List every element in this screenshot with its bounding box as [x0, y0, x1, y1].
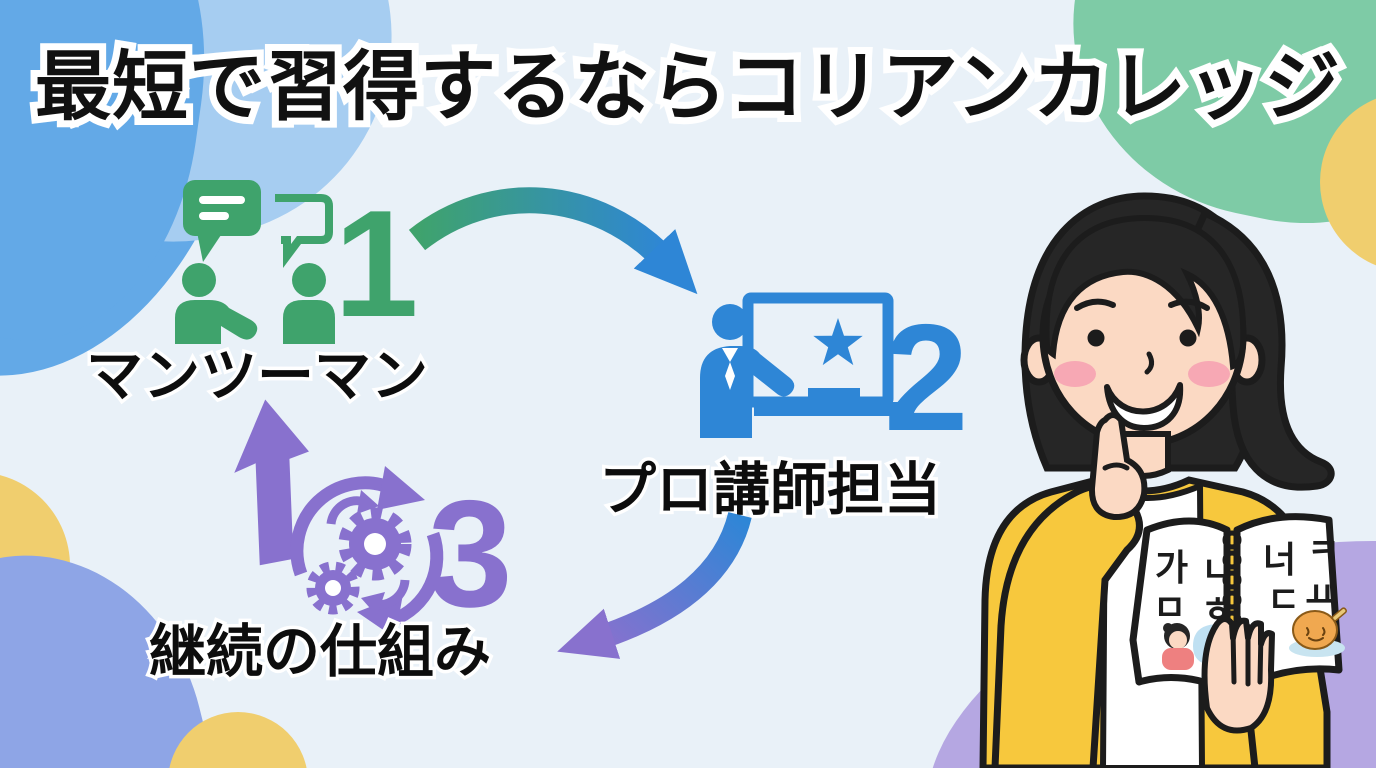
svg-text:ㅛ: ㅛ: [1305, 576, 1338, 617]
svg-text:ㄷ: ㄷ: [1267, 580, 1300, 621]
step-2-number: 2: [884, 293, 969, 463]
arrow-step1-to-step2: [408, 187, 698, 295]
arrow-step2-to-step3: [557, 511, 752, 659]
arrow-step3-to-step1: [234, 399, 309, 566]
holding-hand: [1201, 616, 1275, 734]
book-orange-character: [1289, 607, 1347, 657]
book-girl-illustration: [1162, 623, 1194, 670]
svg-text:가: 가: [1155, 548, 1188, 589]
step-2-label: プロ講師担当: [599, 444, 941, 526]
korean-book: 가 ㄴ ㅁ ㅎ 너 ㅋ ㄷ ㅛ: [1129, 513, 1347, 734]
step-3-label: 継続の仕組み: [149, 606, 491, 688]
svg-text:너: 너: [1263, 540, 1296, 581]
woman-illustration: 가 ㄴ ㅁ ㅎ 너 ㅋ ㄷ ㅛ: [979, 192, 1347, 768]
page-title: 最短で習得するならコリアンカレッジ: [0, 40, 1376, 135]
step-3-number: 3: [428, 469, 513, 639]
teacher-whiteboard-icon: [700, 292, 900, 438]
svg-text:ㄴ: ㄴ: [1201, 550, 1234, 591]
hair-bangs: [1043, 214, 1247, 371]
step-1-number: 1: [334, 179, 419, 349]
svg-text:ㅁ: ㅁ: [1153, 588, 1186, 629]
svg-text:ㅋ: ㅋ: [1307, 532, 1340, 573]
step-1-label: マンツーマン: [86, 330, 428, 412]
